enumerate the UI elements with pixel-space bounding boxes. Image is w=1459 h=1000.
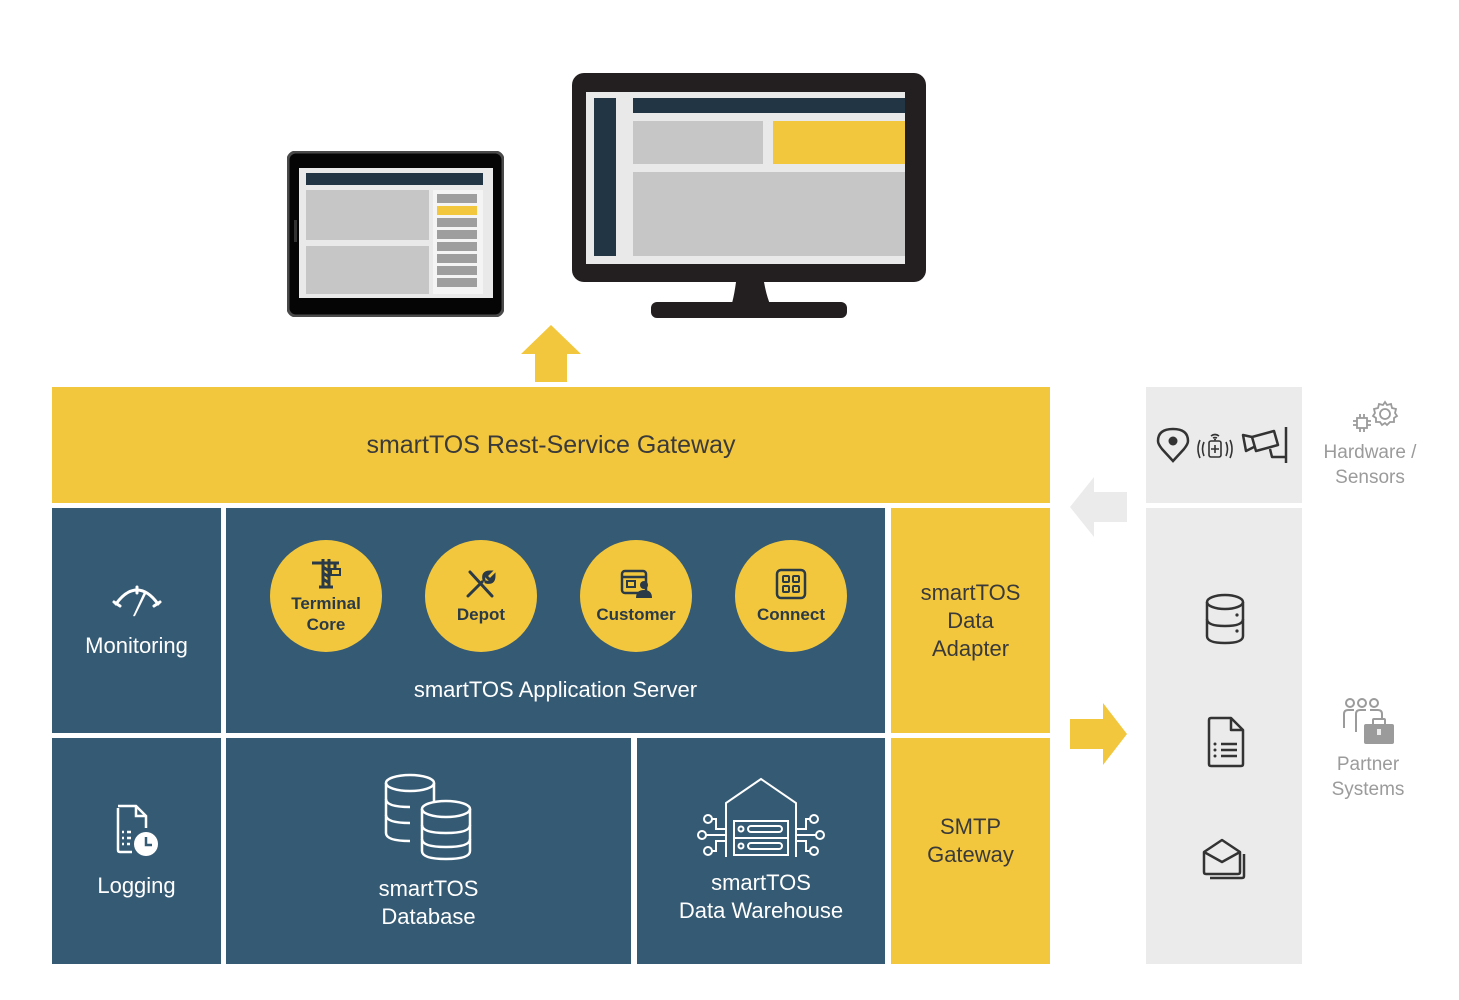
- gateway-label: smartTOS Rest-Service Gateway: [366, 430, 736, 459]
- customer-icon: [620, 569, 652, 598]
- arrow-up-icon: [521, 325, 581, 382]
- rfid-sensor-icon: [1197, 433, 1233, 459]
- partner-line2: Systems: [1331, 779, 1405, 800]
- hardware-settings-icon: [1353, 400, 1399, 432]
- hardware-panel: [1146, 387, 1302, 503]
- inbound-arrow: [1070, 477, 1128, 537]
- module-label: Depot: [456, 604, 506, 624]
- module-customer[interactable]: Customer: [580, 540, 692, 652]
- hardware-sensors-label: Hardware / Sensors: [1310, 400, 1430, 490]
- warehouse-icon: [697, 777, 825, 857]
- application-server-block: Terminal Core Depot Customer Connect sma…: [226, 508, 885, 733]
- database-block: smartTOS Database: [226, 738, 631, 964]
- logging-block: Logging: [52, 738, 221, 964]
- partner-team-icon: [1343, 698, 1394, 744]
- location-pin-icon: [1156, 427, 1190, 463]
- desktop-monitor: [572, 73, 926, 318]
- module-label-line2: Core: [306, 615, 346, 634]
- desktop-monitor-icon: [572, 73, 926, 318]
- module-label: Connect: [757, 604, 825, 624]
- data-adapter-block: smartTOS Data Adapter: [891, 508, 1050, 733]
- document-icon: [1207, 716, 1245, 768]
- module-terminal-core[interactable]: Terminal Core: [270, 540, 382, 652]
- mail-icon: [1202, 838, 1246, 880]
- crane-icon: [312, 559, 341, 589]
- gauge-icon: [112, 585, 161, 616]
- arrow-right-icon: [1070, 703, 1127, 765]
- outbound-arrow: [1070, 703, 1128, 765]
- tablet-device: [287, 151, 504, 317]
- logging-label: Logging: [97, 873, 176, 898]
- warehouse-line2: Data Warehouse: [678, 898, 844, 923]
- arrow-left-icon: [1070, 477, 1127, 537]
- database-icon: [1205, 593, 1245, 645]
- hardware-line1: Hardware /: [1323, 442, 1417, 463]
- module-connect[interactable]: Connect: [735, 540, 847, 652]
- application-server-label: smartTOS Application Server: [413, 677, 698, 702]
- partner-line1: Partner: [1336, 754, 1400, 775]
- partner-systems-panel: [1146, 508, 1302, 964]
- data-warehouse-block: smartTOS Data Warehouse: [637, 738, 885, 964]
- monitoring-block: Monitoring: [52, 508, 221, 733]
- monitoring-label: Monitoring: [85, 632, 188, 658]
- database-stack-icon: [384, 773, 471, 861]
- module-label-line1: Terminal: [291, 594, 361, 613]
- tablet-icon: [287, 151, 504, 317]
- grid-icon: [775, 568, 807, 599]
- smtp-line2: Gateway: [927, 842, 1014, 867]
- database-line2: Database: [381, 904, 476, 929]
- data-adapter-line3: Adapter: [931, 635, 1010, 661]
- hardware-line2: Sensors: [1335, 467, 1405, 488]
- smtp-gateway-block: SMTP Gateway: [891, 738, 1050, 964]
- up-arrow: [521, 325, 581, 383]
- warehouse-line1: smartTOS: [711, 870, 811, 895]
- data-adapter-line1: smartTOS: [920, 579, 1021, 605]
- module-label: Customer: [596, 604, 676, 624]
- camera-icon: [1241, 427, 1288, 463]
- partner-systems-label: Partner Systems: [1308, 698, 1428, 802]
- rest-service-gateway: smartTOS Rest-Service Gateway: [52, 387, 1050, 503]
- module-depot[interactable]: Depot: [425, 540, 537, 652]
- tools-icon: [466, 569, 496, 597]
- log-clock-icon: [116, 804, 158, 856]
- database-line1: smartTOS: [378, 876, 479, 901]
- smtp-line1: SMTP: [939, 814, 1002, 839]
- data-adapter-line2: Data: [947, 607, 994, 633]
